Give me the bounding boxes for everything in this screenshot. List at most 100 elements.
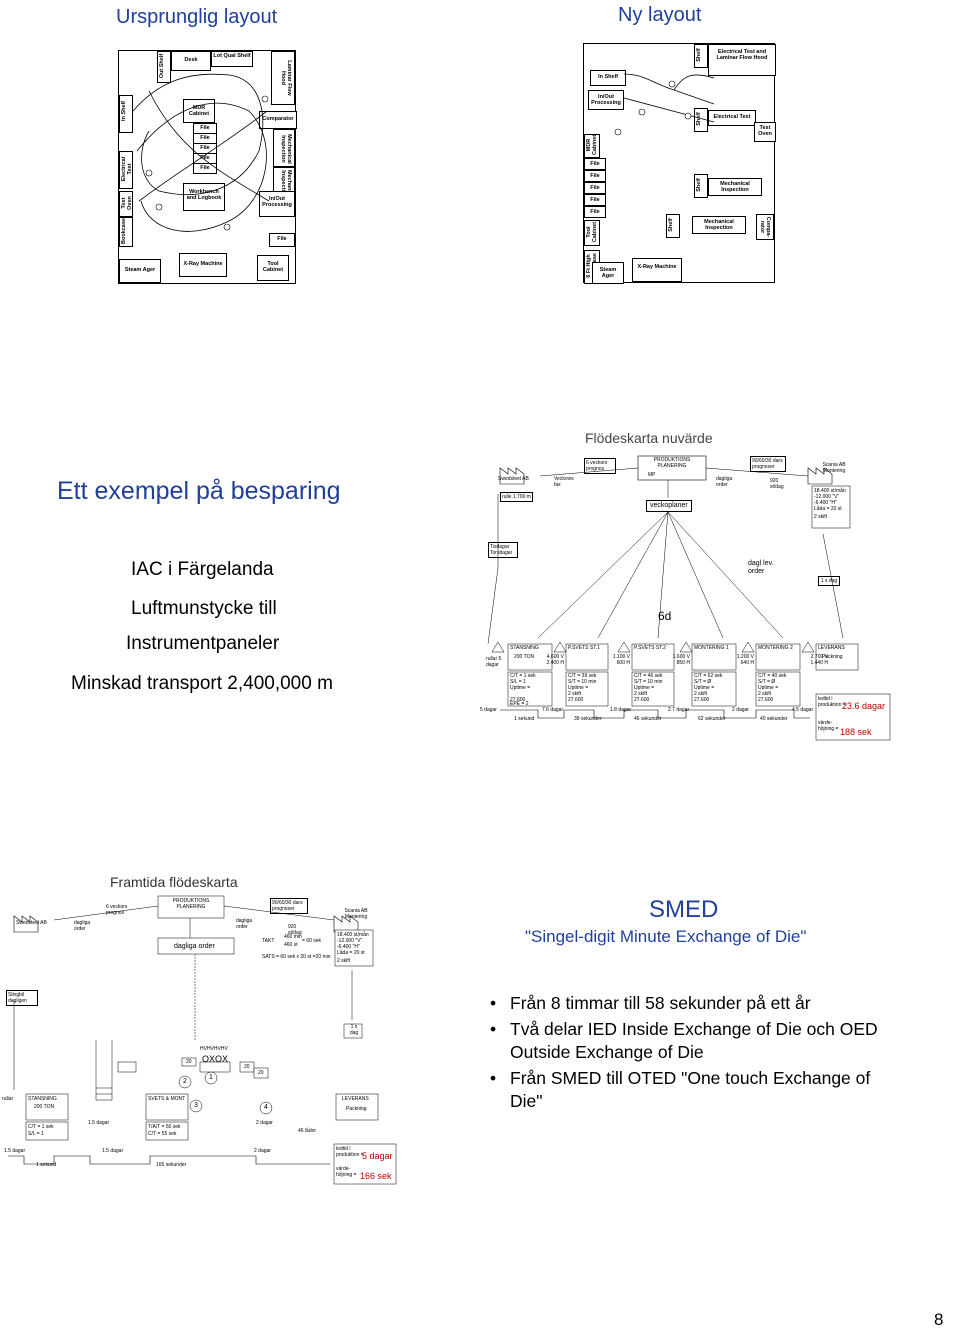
new-layout-floorplan: Shelf Electrical Test and Laminar Flow H…: [583, 43, 776, 284]
fvsm-va-label: värde- höjning =: [336, 1166, 357, 1178]
fvsm-p1-ct: C/T = 1 sek: [28, 1124, 54, 1130]
old-file-6: File: [269, 233, 295, 247]
cvsm-weekly-fax: Veckovis fax: [554, 476, 574, 488]
cvsm-timeline-sec: 62 sekunder: [698, 716, 726, 722]
fvsm-p3-name: LEVERANS: [342, 1096, 369, 1102]
cvsm-process-name: LEVERANS: [818, 645, 845, 651]
cvsm-timeline-sec: 1 sekund: [514, 716, 535, 722]
example-subtitle: IAC i Färgelanda: [131, 559, 274, 580]
cvsm-process-cycle-time: C/T = 40 sek: [758, 673, 787, 679]
cvsm-process-cycle-time: C/T = 39 sek: [568, 673, 597, 679]
fvsm-p3-extra: Packning: [346, 1106, 367, 1112]
cvsm-supplier: Swedsteel AB: [498, 476, 529, 482]
cvsm-timeline-day: 4.5 dagar: [792, 707, 814, 713]
smed-bullet-list: Från 8 timmar till 58 sekunder på ett år…: [490, 992, 890, 1116]
cvsm-process-available: 27.600: [634, 697, 650, 703]
old-comparator: Comparator: [259, 111, 297, 129]
fvsm-daily-order-1: dagliga order: [74, 920, 91, 932]
new-xray-machine: X-Ray Machine: [632, 258, 682, 282]
cvsm-process-cycle-time: C/T = 1 sek: [510, 673, 536, 679]
cvsm-lead-label: ledtid i produktion =: [818, 696, 846, 708]
old-laminar-flow-hood: Laminar Flow Hood: [271, 51, 295, 105]
fvsm-boxes: 46 lådor: [298, 1128, 317, 1134]
new-layout-walk-paths: [614, 73, 715, 136]
cvsm-process-cycle-time: C/T = 62 sek: [694, 673, 723, 679]
smed-bullet-2: Från SMED till OTED "One touch Exchange …: [490, 1067, 890, 1113]
fvsm-p1-extra: 200 TON: [34, 1104, 55, 1110]
new-mdr-cabinet: MDR Cabinet: [584, 134, 600, 158]
cvsm-truck-in: Tisdagar Torsdagar: [488, 542, 518, 558]
new-steam-ager: Steam Ager: [592, 262, 624, 284]
new-shelf-4: Shelf: [666, 214, 680, 238]
cvsm-process-epe: EPE = 2: [510, 701, 529, 707]
cvsm-process-uptime: Uptime =: [510, 685, 531, 691]
fvsm-num-20b: 20: [244, 1064, 250, 1070]
fvsm-lead-value: 5 dagar: [362, 1151, 393, 1161]
old-mdr-cabinet: MDR Cabinet: [183, 99, 215, 123]
fvsm-customer-info-2: -6.400 "H": [337, 944, 360, 950]
cvsm-weekly-forecast: 6 veckors prognos: [584, 458, 616, 474]
fvsm-weekly-forecast: 6 veckors prognos: [106, 904, 128, 916]
fvsm-takt-result: = 60 sek: [302, 938, 322, 944]
cvsm-process-name: P.SVETS ST.2: [634, 645, 666, 651]
example-line-1: Luftmunstycke till: [131, 598, 277, 619]
cvsm-timeline-day: 2.7 dagar: [668, 707, 690, 713]
new-file-4: File: [584, 194, 606, 206]
right-title: Ny layout: [618, 4, 702, 26]
cvsm-process-shift: 2 skift: [758, 691, 772, 697]
old-bookcase: Bookcase: [119, 217, 133, 247]
new-shelf-1: Shelf: [694, 44, 708, 68]
cvsm-process-uptime: Uptime =: [634, 685, 655, 691]
fvsm-customer-rate: 920 st/dag: [288, 924, 302, 936]
cvsm-process-inventory: 1.100 V 600 H: [612, 654, 630, 666]
fvsm-oxox: OXOX: [202, 1054, 229, 1064]
fvsm-planning: PRODUKTIONS PLANERING: [172, 898, 210, 910]
cvsm-process-name: P.SVETS ST.1: [568, 645, 600, 651]
cvsm-process-cycle-time: C/T = 46 sek: [634, 673, 663, 679]
example-line-2: Instrumentpaneler: [126, 633, 280, 654]
fvsm-kaizen-2: 2: [183, 1078, 187, 1085]
fvsm-va-value: 166 sek: [360, 1171, 392, 1181]
cvsm-customer-info: 18.400 st/mån -12.000 "V" -6.400 "H" Låd…: [814, 488, 846, 520]
cvsm-ship-freq: 1 x dag: [818, 576, 840, 586]
fvsm-tl-day-2: 2 dagar: [254, 1148, 271, 1154]
cvsm-process-changeover: S/T = 10 min: [634, 679, 663, 685]
old-out-shelf: Out Shelf: [157, 51, 171, 83]
fvsm-customer-info-4: 2 skift: [337, 958, 351, 964]
old-test-oven: Test Oven: [119, 191, 133, 217]
cvsm-process-name: MONTERING 2: [758, 645, 793, 651]
current-vsm-lines: [487, 455, 891, 741]
cvsm-timeline-sec: 39 sekunder: [574, 716, 602, 722]
page-number: 8: [934, 1310, 944, 1329]
cvsm-process-uptime: Uptime =: [694, 685, 715, 691]
fvsm-takt-num: 460 min: [284, 934, 302, 940]
cvsm-customer-info-3: Låda = 20 st: [814, 506, 842, 512]
smed-subtitle: "Singel-digit Minute Exchange of Die": [525, 927, 807, 946]
fvsm-tl-sec-1: 165 sekunder: [156, 1162, 187, 1168]
new-file-2: File: [584, 170, 606, 182]
cvsm-daily-order: dagliga order: [716, 476, 733, 488]
fvsm-customer-info-0: 18.400 st/mån: [337, 932, 369, 938]
fvsm-customer-info: 18.400 st/mån -12.000 "V" -6.400 "H" Låd…: [337, 932, 369, 964]
cvsm-customer: Scania AB Montering: [822, 462, 846, 474]
cvsm-timeline-day: 5 dagar: [480, 707, 497, 713]
smed-title: SMED: [649, 896, 719, 923]
fvsm-sats: SATS = 60 sek x 20 st =20 min: [262, 954, 331, 960]
fvsm-takt-label: TAKT: [262, 938, 275, 944]
fvsm-p1-name: STANSNING: [28, 1096, 57, 1102]
cvsm-customer-rate: 920 st/dag: [770, 478, 784, 490]
future-vsm-title: Framtida flödeskarta: [110, 874, 238, 890]
fvsm-kaizen-4: 4: [264, 1104, 268, 1111]
fvsm-tl-day-1: 1.5 dagar: [102, 1148, 124, 1154]
fvsm-p1-co: S/L = 1: [28, 1131, 44, 1137]
cvsm-process-changeover: S/T = Ø: [758, 679, 776, 685]
cvsm-customer-forecast: 90/60/30 dars prognoser: [750, 456, 786, 472]
example-title: Ett exempel på besparing: [57, 477, 341, 505]
cvsm-process-available: 27.600: [510, 697, 526, 703]
cvsm-process-available: 27.600: [758, 697, 774, 703]
cvsm-timeline-sec: 40 sekunder: [760, 716, 788, 722]
fvsm-customer-forecast: 90/60/30 dars prognoser: [270, 898, 308, 914]
cvsm-lead-value: 23.6 dagar: [842, 701, 886, 711]
current-vsm: Swedsteel AB rulle 1.700 m Veckovis fax …: [478, 448, 892, 748]
cvsm-customer-info-0: 18.400 st/mån: [814, 488, 846, 494]
